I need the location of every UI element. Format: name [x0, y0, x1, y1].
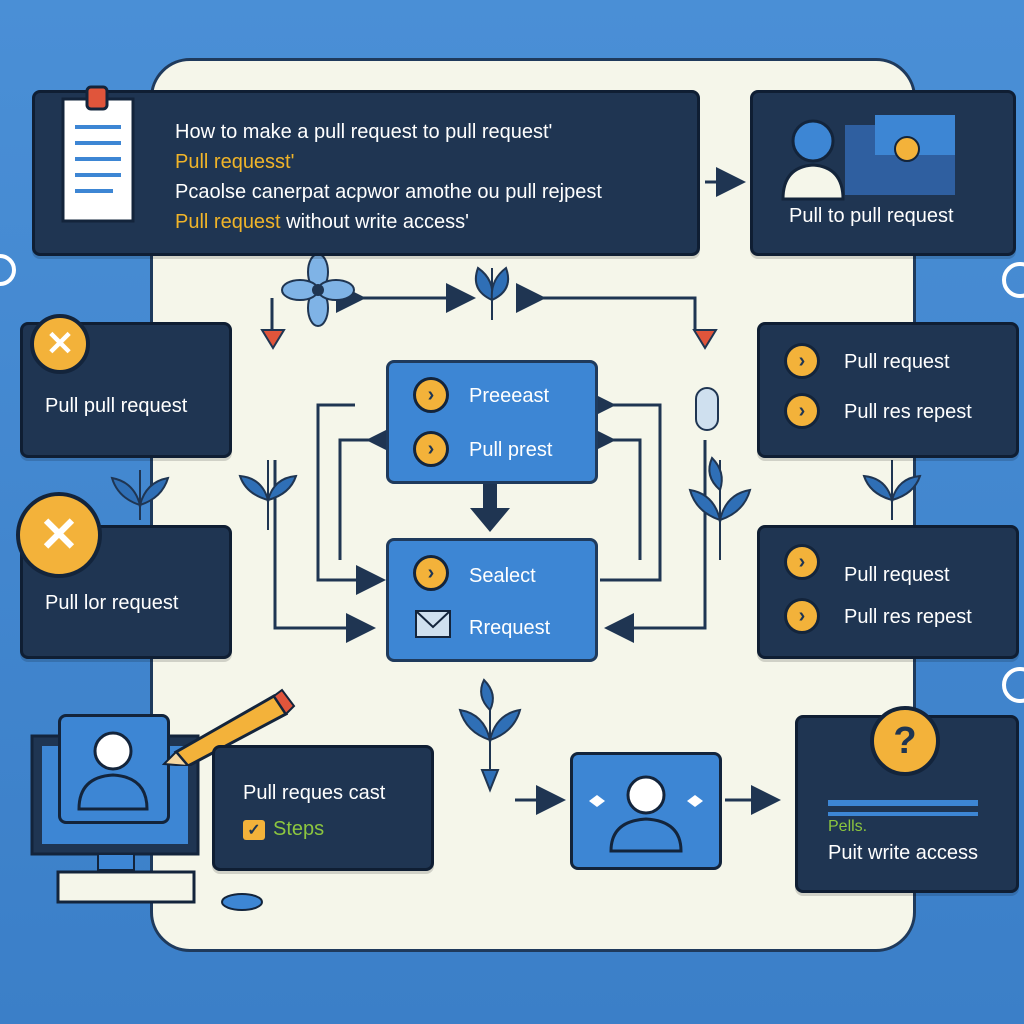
chevron-right-icon: › — [784, 544, 820, 580]
document-icon — [61, 85, 135, 223]
center-box-2-item-2: Rrequest — [469, 617, 551, 639]
center-box-2: › Sealect Rrequest — [386, 538, 598, 662]
leaf-icon — [474, 266, 510, 320]
user-icon — [589, 775, 703, 853]
arrow-top-right — [516, 283, 697, 330]
right-card-2-item-2: Pull res repest — [844, 606, 972, 628]
header-card: How to make a pull request to pull reque… — [32, 85, 700, 256]
chevron-right-icon: › — [413, 431, 449, 467]
avatar — [58, 714, 170, 824]
ring-icon — [1002, 667, 1024, 703]
chevron-right-icon: › — [784, 393, 820, 429]
leaf-icon — [238, 460, 298, 530]
marker-left — [260, 329, 286, 350]
right-card-1: › Pull request › Pull res repest — [757, 322, 1019, 458]
arrow-loop-right-bottom — [604, 440, 707, 643]
capsule-icon — [695, 387, 719, 431]
bottom-avatar-box — [570, 752, 722, 870]
header-line-4-rest: without write access' — [280, 211, 469, 233]
ring-icon — [1002, 262, 1024, 298]
bottom-left-title: Pull reques cast — [243, 782, 386, 804]
marker-right — [692, 329, 718, 350]
header-line-4: Pull request without write access' — [175, 211, 469, 234]
question-icon: ? — [870, 706, 940, 776]
top-right-label: Pull to pull request — [789, 205, 954, 227]
flower-icon — [281, 253, 355, 327]
leaf-icon — [862, 460, 922, 520]
checkbox-icon: ✓ — [243, 820, 265, 840]
right-card-2-item-1: Pull request — [844, 564, 950, 586]
progress-line — [828, 800, 978, 806]
arrow-loop-right-inner — [586, 425, 642, 560]
chevron-right-icon: › — [784, 598, 820, 634]
progress-line — [828, 812, 978, 816]
header-line-2: Pull requesst' — [175, 151, 295, 173]
leaf-icon — [688, 456, 752, 560]
bottom-right-tag: Pells. — [828, 818, 868, 835]
bottom-left-steps: Steps — [273, 818, 325, 840]
arrow-loop-left-bottom — [273, 460, 376, 643]
left-card-1-label: Pull pull request — [45, 395, 188, 417]
pencil-icon — [162, 688, 296, 766]
left-card-2-label: Pull lor request — [45, 592, 179, 614]
center-box-1: › Preeeast › Pull prest — [386, 360, 598, 484]
chevron-right-icon: › — [413, 555, 449, 591]
close-icon: ✕ — [30, 314, 90, 374]
bottom-right-label: Puit write access — [828, 842, 979, 864]
arrow-loop-left-outer — [316, 403, 386, 595]
chevron-right-icon: › — [784, 343, 820, 379]
header-line-1: How to make a pull request to pull reque… — [175, 121, 553, 143]
ring-icon — [0, 254, 16, 286]
leaf-icon — [458, 678, 522, 793]
center-box-2-item-1: Sealect — [469, 565, 536, 587]
user-icon — [77, 731, 149, 811]
arrow-loop-left-inner — [338, 425, 396, 560]
header-line-4-highlight: Pull request — [175, 211, 281, 233]
user-icon — [781, 115, 955, 201]
bottom-left-card: Pull reques cast ✓ Steps — [212, 745, 434, 871]
chevron-right-icon: › — [413, 377, 449, 413]
leaf-icon — [110, 470, 170, 520]
header-line-3: Pcaolse canerpat acpwor amothe ou pull r… — [175, 181, 602, 203]
right-card-2: › Pull request › Pull res repest — [757, 525, 1019, 659]
arrow-loop-right-outer — [586, 390, 662, 582]
top-right-card: Pull to pull request — [750, 90, 1016, 256]
center-box-1-item-1: Preeeast — [469, 385, 550, 407]
mail-icon — [415, 610, 451, 638]
close-icon: ✕ — [16, 492, 102, 578]
right-card-1-item-2: Pull res repest — [844, 401, 972, 423]
center-box-1-item-2: Pull prest — [469, 439, 553, 461]
arrow-center-down — [483, 480, 497, 510]
right-card-1-item-1: Pull request — [844, 351, 950, 373]
